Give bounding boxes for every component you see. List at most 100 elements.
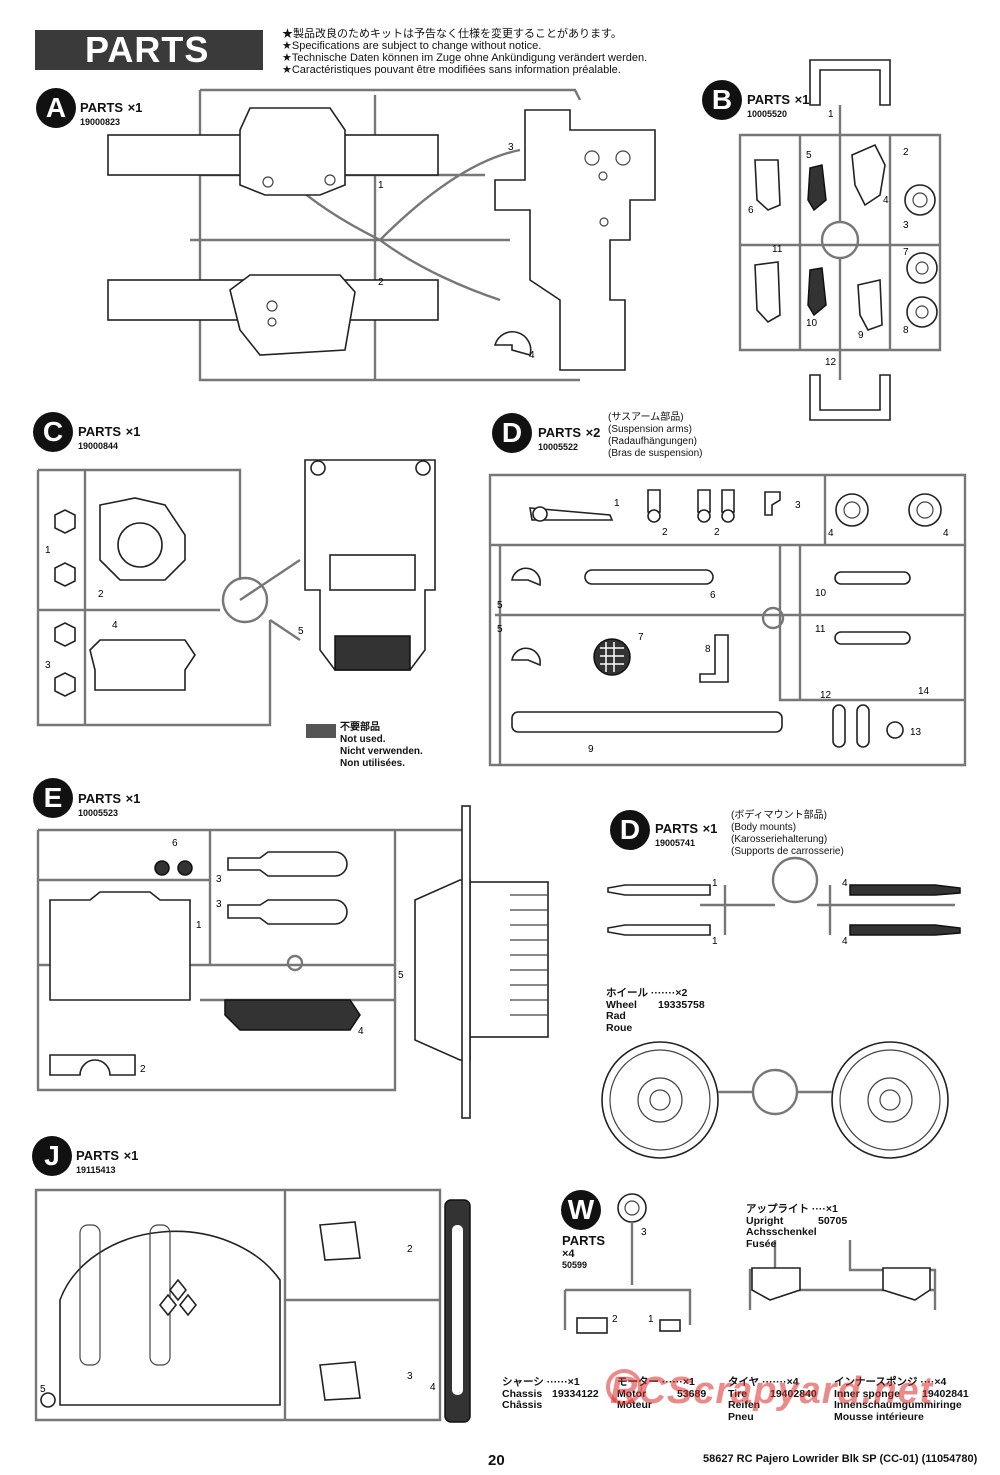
sprue-d2-badge: D bbox=[610, 810, 650, 850]
svg-text:3: 3 bbox=[407, 1371, 413, 1382]
sprue-j-badge: J bbox=[32, 1136, 72, 1176]
svg-text:9: 9 bbox=[858, 330, 864, 341]
sprue-e-header: PARTS ×1 10005523 bbox=[78, 790, 140, 818]
svg-text:8: 8 bbox=[903, 325, 909, 336]
desc-jp: (サスアーム部品) bbox=[608, 412, 684, 423]
svg-text:1: 1 bbox=[648, 1314, 654, 1325]
spec-tire-jp: タイヤ ·······×4 bbox=[728, 1376, 799, 1388]
wheel-name-de: Rad bbox=[606, 1010, 626, 1022]
sprue-d-code: 10005522 bbox=[538, 442, 579, 452]
page-title: PARTS bbox=[35, 30, 263, 70]
upright-name-fr: Fusée bbox=[746, 1237, 777, 1250]
svg-text:4: 4 bbox=[430, 1382, 436, 1393]
svg-text:11: 11 bbox=[772, 244, 783, 255]
sprue-e-qty: ×1 bbox=[125, 791, 141, 806]
spec-tire-de: Reifen bbox=[728, 1399, 761, 1411]
not-used-fr: Non utilisées. bbox=[340, 758, 406, 769]
wheel-name-jp: ホイール ·······×2 bbox=[606, 987, 688, 999]
svg-text:5: 5 bbox=[398, 970, 404, 981]
spec-chassis-fr: Châssis bbox=[502, 1399, 543, 1411]
svg-text:14: 14 bbox=[918, 686, 930, 697]
svg-text:1: 1 bbox=[614, 498, 620, 509]
spec-chassis-code: 19334122 bbox=[552, 1388, 599, 1400]
upright-drawing bbox=[748, 1240, 937, 1310]
svg-text:5: 5 bbox=[497, 624, 503, 635]
sprue-w-code: 50599 bbox=[562, 1260, 588, 1270]
svg-text:4: 4 bbox=[943, 528, 949, 539]
svg-text:4: 4 bbox=[842, 878, 848, 889]
svg-text:12: 12 bbox=[820, 690, 832, 701]
svg-text:3: 3 bbox=[508, 142, 514, 153]
sprue-j-code: 19115413 bbox=[76, 1165, 116, 1175]
svg-text:6: 6 bbox=[748, 205, 754, 216]
not-used-de: Nicht verwenden. bbox=[340, 746, 423, 757]
sprue-d-description: (サスアーム部品) (Suspension arms) (Radaufhängu… bbox=[608, 412, 703, 460]
sprue-b-header: PARTS ×1 10005520 bbox=[747, 91, 809, 119]
svg-text:2: 2 bbox=[662, 527, 668, 538]
spec-sponge: インナースポンジ ····×4 Inner sponge Innenschaum… bbox=[834, 1376, 962, 1423]
sprue-j-label: PARTS bbox=[76, 1148, 120, 1163]
svg-text:8: 8 bbox=[705, 644, 711, 655]
sprue-j-header: PARTS ×1 19115413 bbox=[76, 1147, 138, 1175]
svg-text:1: 1 bbox=[196, 920, 202, 931]
desc-fr: (Supports de carrosserie) bbox=[731, 846, 844, 857]
desc-fr: (Bras de suspension) bbox=[608, 448, 703, 459]
sprue-d-qty: ×2 bbox=[585, 425, 601, 440]
notice-en: ★Specifications are subject to change wi… bbox=[282, 40, 542, 52]
desc-en: (Body mounts) bbox=[731, 822, 797, 833]
sprue-b-qty: ×1 bbox=[794, 92, 810, 107]
svg-text:4: 4 bbox=[828, 528, 834, 539]
sprue-e-drawing bbox=[36, 805, 549, 1119]
svg-text:4: 4 bbox=[358, 1026, 364, 1037]
sprue-c-label: PARTS bbox=[78, 424, 122, 439]
spec-sponge-fr: Mousse intérieure bbox=[834, 1410, 924, 1423]
notice-jp: ★製品改良のためキットは予告なく仕様を変更することがあります。 bbox=[282, 28, 622, 40]
notice-fr: ★Caractéristiques pouvant être modifiées… bbox=[282, 64, 621, 76]
svg-text:2: 2 bbox=[140, 1064, 146, 1075]
sprue-a-drawing bbox=[107, 88, 656, 382]
svg-text:2: 2 bbox=[407, 1244, 413, 1255]
svg-text:1: 1 bbox=[45, 545, 51, 556]
sprue-c-qty: ×1 bbox=[125, 424, 141, 439]
spec-chassis-en: Chassis bbox=[502, 1387, 543, 1400]
not-used-jp: 不要部品 bbox=[340, 722, 380, 733]
spec-tire-code: 19402840 bbox=[770, 1388, 817, 1400]
svg-text:2: 2 bbox=[98, 589, 104, 600]
sprue-d2-drawing bbox=[607, 856, 961, 936]
svg-text:7: 7 bbox=[638, 632, 644, 643]
sprue-d-label: PARTS bbox=[538, 425, 582, 440]
desc-de: (Karosseriehalterung) bbox=[731, 834, 828, 845]
svg-text:5: 5 bbox=[497, 600, 503, 611]
upright-label: アップライト ····×1 Upright Achsschenkel Fusée bbox=[746, 1203, 838, 1250]
svg-text:3: 3 bbox=[45, 660, 51, 671]
wheel-name-fr: Roue bbox=[606, 1021, 633, 1034]
desc-en: (Suspension arms) bbox=[608, 424, 692, 435]
upright-name-de: Achsschenkel bbox=[746, 1226, 817, 1238]
spec-chassis-jp: シャーシ ······×1 bbox=[502, 1376, 580, 1388]
sprue-d2-code: 19005741 bbox=[655, 838, 696, 848]
svg-text:5: 5 bbox=[298, 626, 304, 637]
svg-text:2: 2 bbox=[612, 1314, 618, 1325]
spec-sponge-jp: インナースポンジ ····×4 bbox=[834, 1376, 947, 1388]
spec-motor-code: 53689 bbox=[677, 1388, 707, 1400]
wheel-code: 19335758 bbox=[658, 999, 705, 1011]
sprue-d-drawing bbox=[488, 473, 967, 767]
change-notice: ★製品改良のためキットは予告なく仕様を変更することがあります。 ★Specifi… bbox=[282, 28, 647, 76]
svg-text:4: 4 bbox=[112, 620, 118, 631]
notice-de: ★Technische Daten können im Zuge ohne An… bbox=[282, 52, 648, 64]
svg-text:11: 11 bbox=[815, 624, 826, 635]
svg-text:1: 1 bbox=[828, 109, 834, 120]
svg-text:3: 3 bbox=[216, 874, 222, 885]
sprue-w-badge: W bbox=[561, 1190, 601, 1230]
sprue-e-code: 10005523 bbox=[78, 808, 119, 818]
svg-text:1: 1 bbox=[712, 936, 718, 947]
wheel-name-en: Wheel bbox=[606, 998, 637, 1011]
svg-text:4: 4 bbox=[842, 936, 848, 947]
spec-motor-fr: Moteur bbox=[617, 1399, 652, 1411]
sprue-a-label: PARTS bbox=[80, 100, 124, 115]
sprue-c-drawing bbox=[36, 459, 436, 727]
svg-text:13: 13 bbox=[910, 727, 922, 738]
svg-text:2: 2 bbox=[378, 277, 384, 288]
svg-text:1: 1 bbox=[378, 180, 384, 191]
svg-text:5: 5 bbox=[806, 150, 812, 161]
